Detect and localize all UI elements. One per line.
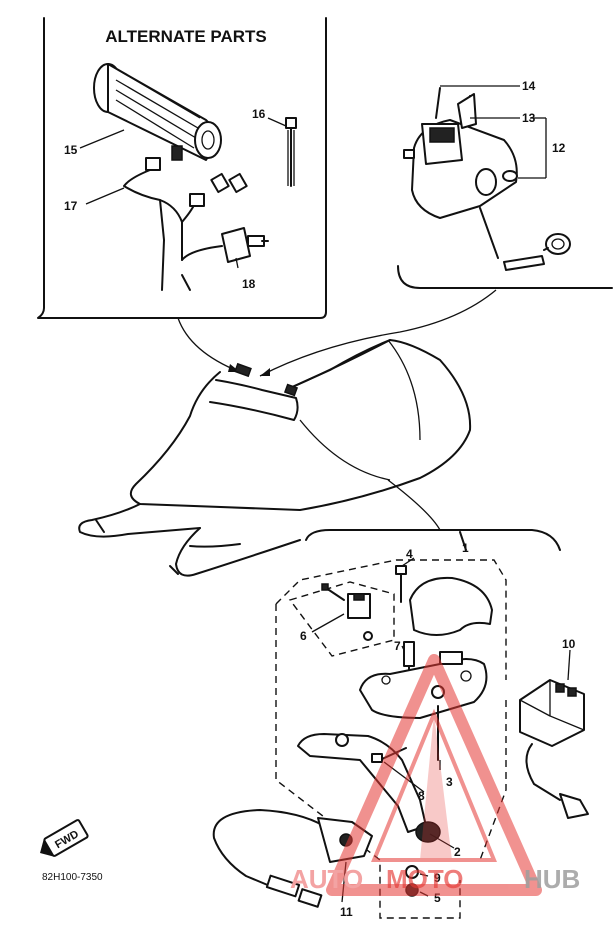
forward-badge: FWD (40, 819, 89, 857)
callout-7: 7 (394, 639, 401, 653)
callout-2: 2 (454, 845, 461, 859)
callout-9: 9 (434, 871, 441, 885)
callout-16: 16 (252, 107, 266, 121)
callout-13: 13 (522, 111, 536, 125)
callout-17: 17 (64, 199, 78, 213)
watermark-word-auto: AUTO (290, 864, 363, 894)
callout-6: 6 (300, 629, 307, 643)
callout-3: 3 (446, 775, 453, 789)
cable-tie-part (285, 117, 297, 187)
watermark-word-moto: MOTO (386, 864, 464, 894)
callout-12: 12 (552, 141, 566, 155)
callout-4: 4 (406, 547, 413, 561)
grip-heater-part (93, 63, 222, 161)
alternate-parts-title: ALTERNATE PARTS (105, 27, 267, 46)
wiring-harness-part (123, 157, 269, 291)
watermark-logo (326, 654, 542, 896)
drawing-reference: 82H100-7350 (42, 872, 103, 883)
callout-11: 11 (340, 905, 353, 919)
callout-5: 5 (434, 891, 441, 905)
housing-cover (409, 576, 493, 636)
watermark-word-hub: HUB (524, 864, 580, 894)
alternate-parts-panel: ALTERNATE PARTS (37, 17, 327, 319)
callout-18: 18 (242, 277, 256, 291)
watermark-text: AUTO MOTO HUB (290, 864, 580, 894)
callout-10: 10 (562, 637, 576, 651)
switch-6 (321, 583, 373, 641)
relay-box-10 (519, 649, 589, 819)
callout-14: 14 (522, 79, 536, 93)
bolt-4 (395, 565, 407, 603)
callout-8: 8 (418, 789, 425, 803)
snowmobile-outline (78, 339, 472, 577)
switch-housing-detail: 14 13 12 (397, 79, 613, 289)
callout-15: 15 (64, 143, 78, 157)
nut-9 (405, 865, 419, 879)
callout-1: 1 (462, 541, 469, 555)
